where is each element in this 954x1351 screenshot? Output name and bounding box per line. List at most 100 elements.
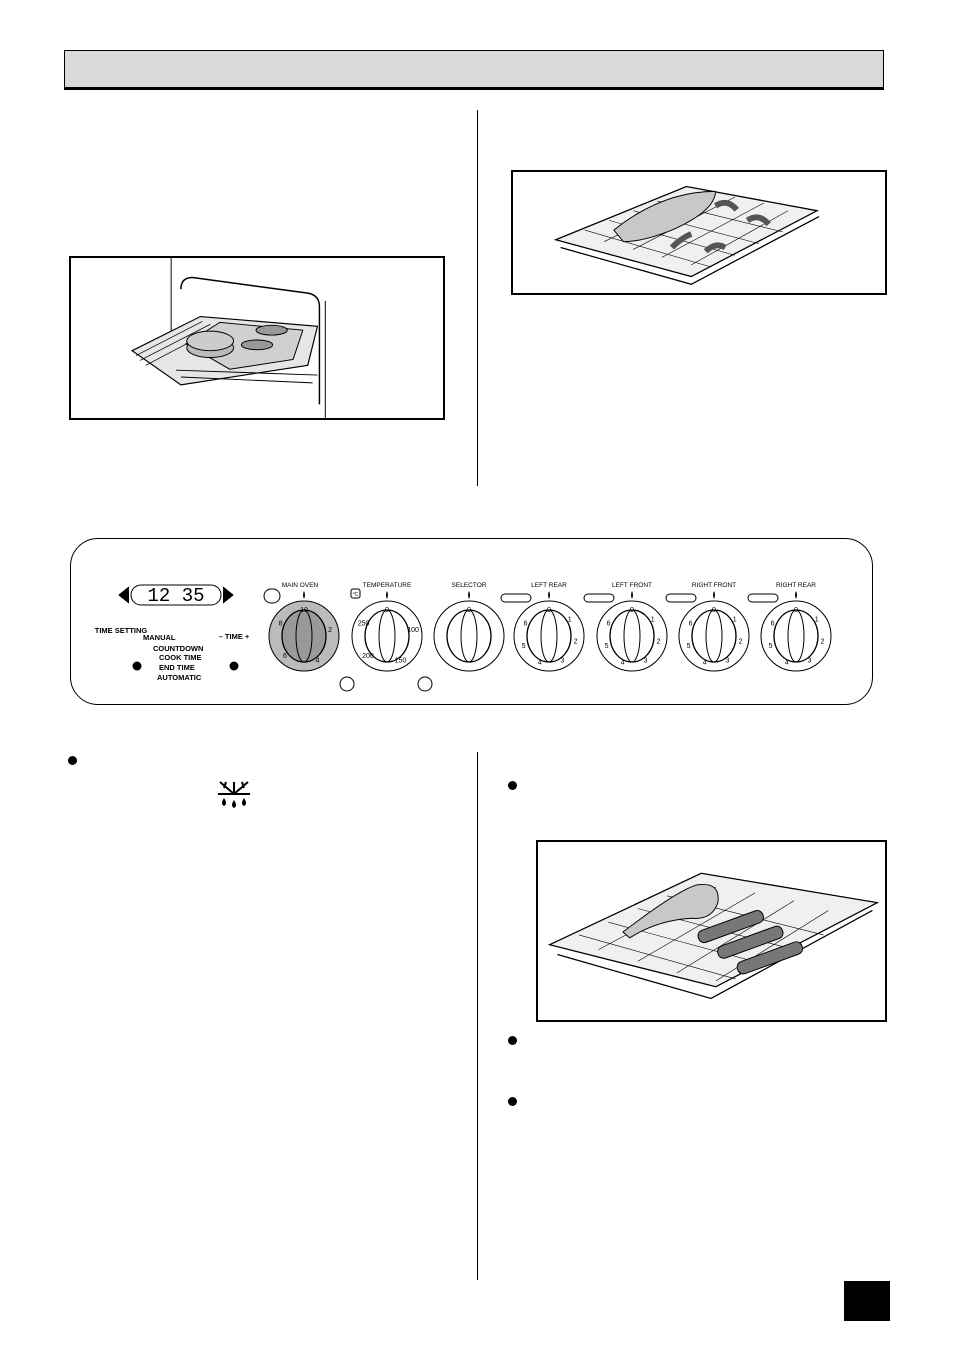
knob-scale-mark: 4 [785,659,789,666]
knob-scale-mark: 2 [574,639,578,646]
knob-scale-mark: 2 [657,639,661,646]
control-panel: 12 35 TIME SETTING MANUAL COUNTDOWN COOK… [70,538,873,705]
knob-scale-mark: 6 [524,621,528,628]
knob-grip-line [378,609,396,663]
grill-pan-fish-illustration [553,185,820,285]
knob-grip [446,609,492,663]
knob-label: LEFT FRONT [612,582,652,589]
clock-display: 12 35 [118,584,234,607]
clock-time-text: 12 35 [147,585,204,607]
knob-grip-line [623,609,641,663]
knob-selector[interactable]: SELECTOR 0 [433,582,505,672]
page-number-block [844,1281,890,1321]
bullet-point [68,756,77,765]
knob-scale-mark: 2 [739,639,743,646]
knob-scale-mark: 3 [644,657,648,664]
time-adjust-label: – TIME + [219,632,250,641]
knob-scale-mark: 250 [358,621,370,628]
knob-scale-mark: 10 [300,607,308,614]
mode-countdown: COUNTDOWN [153,644,203,653]
knob-pointer-mark [795,591,797,599]
defrost-icon [216,780,252,810]
knob-label: TEMPERATURE [363,582,412,589]
hob-position-icon [665,593,697,603]
knob-temperature[interactable]: TEMPERATURE 0 100 150 200 250 °C [350,582,423,672]
knob-scale-mark: 6 [283,653,287,660]
knob-scale-mark: 5 [769,643,773,650]
knob-scale-mark: 0 [712,607,716,614]
knob-scale-mark: 4 [316,657,320,664]
knob-label: SELECTOR [452,582,487,589]
knob-pointer-mark [303,591,305,599]
time-setting-label: TIME SETTING [95,626,148,635]
knob-scale-mark: 200 [362,653,374,660]
knob-pointer-mark [713,591,715,599]
knob-scale-mark: 5 [605,643,609,650]
knob-scale-mark: 100 [407,627,419,634]
column-divider-bottom [477,752,478,1280]
knob-scale-mark: 4 [621,659,625,666]
knob-grip [773,609,819,663]
knob-scale-mark: 3 [726,657,730,664]
knob-grip [281,609,327,663]
column-divider-top [477,110,478,486]
temperature-unit: °C [353,592,359,598]
knob-scale-mark: 150 [395,657,407,664]
mode-cook-time: COOK TIME [159,653,202,662]
knob-label: MAIN OVEN [282,582,319,589]
knob-pointer-mark [386,591,388,599]
bullet-point [508,1036,517,1045]
oven-icon [263,588,281,604]
hob-position-icon [747,593,779,603]
knob-grip [609,609,655,663]
section-header-bar [64,50,884,90]
knob-grip [526,609,572,663]
indicator-lamp-right [417,676,433,692]
knob-pointer-mark [548,591,550,599]
time-adjust-button[interactable] [229,661,239,671]
indicator-lamp-left [339,676,355,692]
knob-grip-line [295,609,313,663]
knob-scale-mark: 6 [771,621,775,628]
grill-pan-steak-illustration [547,872,880,1000]
knob-scale-mark: 5 [522,643,526,650]
unit-box [350,588,361,599]
oven-shelf-illustration [130,258,326,418]
grill-pan-fish-figure [511,170,887,295]
knob-scale-mark: 6 [607,621,611,628]
grill-pan-steak-figure [536,840,887,1022]
knob-grip-line [460,609,478,663]
mode-manual: MANUAL [143,633,176,642]
bullet-point [508,1097,517,1106]
knob-scale-mark: 3 [561,657,565,664]
knob-scale-mark: 4 [538,659,542,666]
hob-position-icon [500,593,532,603]
knob-scale-mark: 8 [279,621,283,628]
control-panel-drawing: 12 35 TIME SETTING MANUAL COUNTDOWN COOK… [95,582,832,692]
knob-grip [691,609,737,663]
knob-grip-line [540,609,558,663]
knob-scale-mark: 0 [630,607,634,614]
knob-scale-mark: 3 [808,657,812,664]
knob-scale-mark: 5 [687,643,691,650]
knob-scale-mark: 0 [467,607,471,614]
mode-end-time: END TIME [159,663,195,672]
knob-scale-mark: 0 [794,607,798,614]
knob-scale-mark: 6 [689,621,693,628]
knob-main-oven[interactable]: MAIN OVEN 10 2 4 6 8 [263,582,340,672]
knob-scale-mark: 2 [328,627,332,634]
knob-scale-mark: 4 [703,659,707,666]
oven-shelf-figure [69,256,445,420]
knob-grip-line [787,609,805,663]
mode-automatic: AUTOMATIC [157,673,202,682]
knob-scale-mark: 0 [385,607,389,614]
time-setting-button[interactable] [132,661,142,671]
knob-label: RIGHT FRONT [692,582,736,589]
knob-pointer-mark [631,591,633,599]
knob-grip-line [705,609,723,663]
knob-label: LEFT REAR [531,582,567,589]
